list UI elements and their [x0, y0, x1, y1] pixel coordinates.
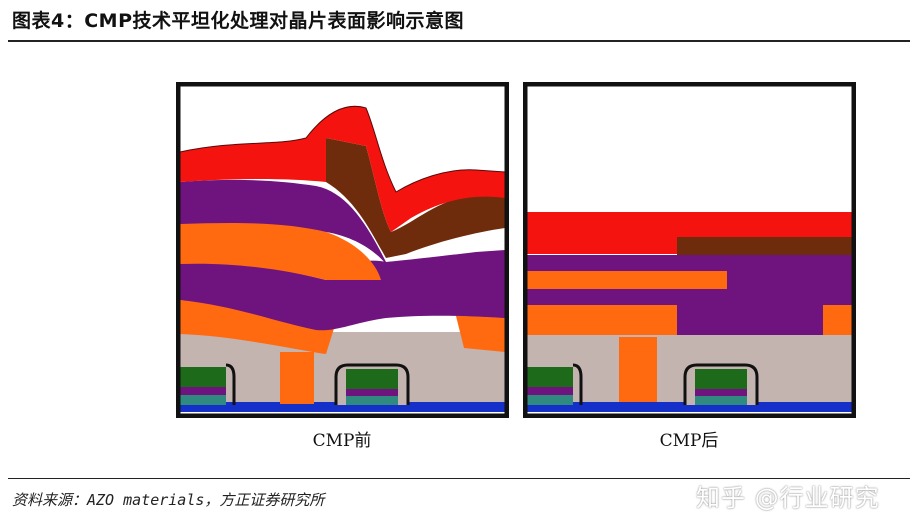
orange-middle-film — [180, 220, 381, 280]
gate-stack-middle — [346, 369, 398, 389]
red-top-film — [180, 106, 505, 232]
source-divider — [8, 478, 910, 479]
gate-stack-left — [180, 367, 226, 387]
purple-middle-film — [527, 255, 852, 271]
brown-film — [677, 237, 852, 255]
substrate-blue-line — [180, 402, 505, 412]
substrate-blue-line — [527, 402, 852, 412]
caption-before-cmp: CMP前 — [312, 431, 372, 451]
orange-middle-film — [527, 271, 727, 289]
purple-middle-film — [180, 179, 505, 272]
diagram-frame-after — [523, 82, 856, 418]
diagram-frame-before — [176, 82, 509, 418]
via-plug — [280, 352, 314, 404]
brown-film — [326, 138, 505, 258]
watermark-text: 知乎 @行业研究 — [696, 484, 880, 512]
orange-lower-film — [527, 305, 677, 335]
source-note: 资料来源：AZO materials，方正证券研究所 — [12, 491, 325, 509]
gate-stack-left — [527, 367, 573, 387]
purple-lower-film — [180, 260, 505, 331]
figure-title: 图表4：CMP技术平坦化处理对晶片表面影响示意图 — [12, 10, 464, 32]
wafer-before-cmp-diagram — [176, 82, 509, 418]
caption-after-cmp: CMP后 — [659, 431, 719, 451]
gate-stack-middle — [695, 369, 747, 389]
purple-lower-film — [527, 289, 852, 305]
title-divider — [8, 40, 910, 42]
wafer-after-cmp-diagram — [523, 82, 856, 418]
via-plug — [619, 337, 657, 403]
